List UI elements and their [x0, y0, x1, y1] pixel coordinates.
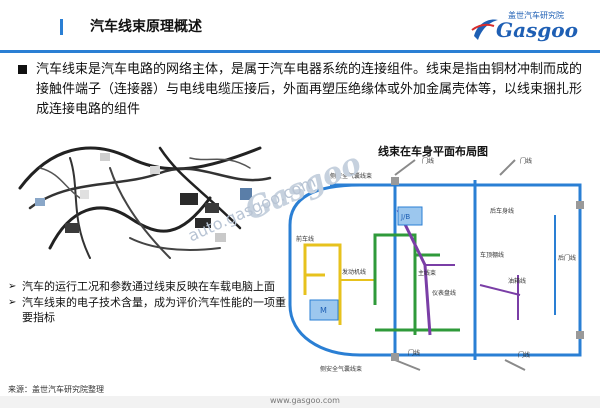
- arrow-bullet-icon: ➢: [8, 281, 17, 292]
- label-door-top-right: 门线: [520, 157, 532, 165]
- label-fuel-pump-harness: 油箱线: [508, 277, 526, 285]
- arrow-bullet-icon: ➢: [8, 297, 17, 308]
- label-dashboard-harness: 仪表盘线: [432, 289, 456, 297]
- label-roof-harness: 车顶棚线: [480, 251, 504, 259]
- bullet-list: ➢ 汽车的运行工况和参数通过线束反映在车载电脑上面 ➢ 汽车线束的电子技术含量，…: [8, 279, 288, 326]
- footer-url: www.gasgoo.com: [270, 396, 340, 405]
- logo-swoosh-icon: [471, 19, 498, 40]
- intro-text: 汽车线束是汽车电路的网络主体，是属于汽车电器系统的连接组件。线束是指由铜材冲制而…: [36, 62, 583, 117]
- bullet-item: ➢ 汽车的运行工况和参数通过线束反映在车载电脑上面: [8, 279, 288, 294]
- label-rear-body-harness: 后车身线: [490, 207, 514, 215]
- bullet-text: 汽车的运行工况和参数通过线束反映在车载电脑上面: [22, 280, 275, 293]
- logo-caption: 盖世汽车研究院: [508, 11, 564, 20]
- harness-layout-diagram: 侧安全气囊线束 侧安全气囊线束 门线 门线 门线 门线 前车线 发动机线 主线束…: [288, 157, 584, 373]
- slide-header: 汽车线束原理概述 盖世汽车研究院 Gasgoo: [0, 0, 600, 53]
- label-door-bottom-left: 门线: [408, 349, 420, 357]
- label-side-curtain-bottom: 侧安全气囊线束: [320, 365, 362, 373]
- label-door-top-left: 门线: [422, 157, 434, 165]
- label-rear-door-harness: 后门线: [558, 254, 576, 262]
- label-door-bottom-right: 门线: [518, 351, 530, 359]
- wiring-harness-photo: [18, 146, 272, 259]
- bullet-item: ➢ 汽车线束的电子技术含量，成为评价汽车性能的一项重要指标: [8, 295, 288, 325]
- slide-title: 汽车线束原理概述: [90, 19, 202, 35]
- footer-bar: [0, 396, 600, 408]
- header-divider: [0, 50, 600, 53]
- module-box-label: M: [320, 306, 327, 315]
- title-marker: [60, 19, 63, 35]
- gasgoo-logo: 盖世汽车研究院 Gasgoo: [470, 8, 590, 48]
- label-side-curtain-top: 侧安全气囊线束: [330, 172, 372, 180]
- jb-box-label: J/B: [400, 213, 410, 221]
- source-note: 来源：盖世汽车研究院整理: [8, 385, 104, 394]
- bullet-text: 汽车线束的电子技术含量，成为评价汽车性能的一项重要指标: [22, 296, 286, 324]
- diagram-title: 线束在车身平面布局图: [378, 145, 488, 158]
- intro-paragraph: 汽车线束是汽车电路的网络主体，是属于汽车电器系统的连接组件。线束是指由铜材冲制而…: [18, 60, 588, 120]
- square-bullet-icon: [18, 65, 27, 74]
- label-front-harness: 前车线: [296, 235, 314, 243]
- label-main-harness: 主线束: [418, 269, 436, 277]
- label-engine-harness: 发动机线: [342, 268, 366, 276]
- logo-wordmark: Gasgoo: [496, 18, 578, 42]
